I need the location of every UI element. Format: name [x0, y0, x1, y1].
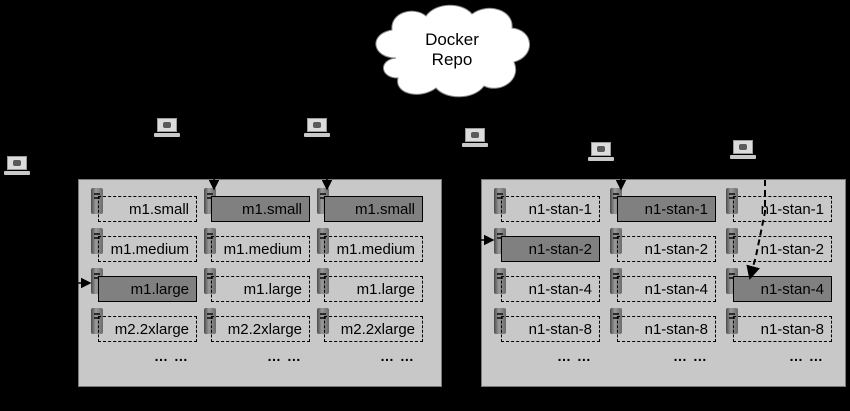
server-icon	[726, 308, 738, 334]
server-icon	[317, 268, 329, 294]
server-icon	[610, 268, 622, 294]
server-icon	[204, 308, 216, 334]
instance-box: n1-stan-2	[501, 236, 600, 262]
instance-box: m2.2xlarge	[211, 316, 310, 342]
instance-box: n1-stan-8	[617, 316, 716, 342]
migration-arrow	[746, 180, 766, 280]
laptop-icon	[588, 142, 614, 162]
instance-box: n1-stan-8	[501, 316, 600, 342]
instance-box: n1-stan-4	[617, 276, 716, 302]
instance-box: m1.small	[324, 196, 423, 222]
repo-label-line2: Repo	[431, 50, 473, 69]
instance-box: m1.large	[324, 276, 423, 302]
server-icon	[610, 308, 622, 334]
server-icon	[726, 228, 738, 254]
server-icon	[91, 228, 103, 254]
instance-box: m1.small	[98, 196, 197, 222]
more-instances-ellipsis: … …	[154, 348, 189, 364]
server-icon	[317, 308, 329, 334]
laptop-icon	[154, 118, 180, 138]
repo-label-line1: Docker	[425, 30, 479, 49]
server-icon	[91, 308, 103, 334]
server-icon	[91, 188, 103, 214]
laptop-icon	[462, 128, 488, 148]
more-instances-ellipsis: … …	[673, 348, 708, 364]
instance-box: m1.medium	[324, 236, 423, 262]
more-instances-ellipsis: … …	[789, 348, 824, 364]
server-icon	[204, 228, 216, 254]
instance-box: n1-stan-1	[501, 196, 600, 222]
laptop-icon	[730, 140, 756, 160]
instance-box: n1-stan-1	[733, 196, 832, 222]
server-icon	[494, 268, 506, 294]
instance-box: m1.small	[211, 196, 310, 222]
docker-repo-label: Docker Repo	[400, 30, 504, 70]
instance-box: n1-stan-4	[733, 276, 832, 302]
more-instances-ellipsis: … …	[557, 348, 592, 364]
instance-box: m1.medium	[98, 236, 197, 262]
instance-box: m1.large	[211, 276, 310, 302]
instance-box: n1-stan-2	[733, 236, 832, 262]
instance-box: m1.medium	[211, 236, 310, 262]
laptop-icon	[4, 156, 30, 176]
server-icon	[726, 188, 738, 214]
laptop-icon	[304, 118, 330, 138]
server-icon	[494, 308, 506, 334]
server-icon	[204, 268, 216, 294]
server-icon	[610, 228, 622, 254]
instance-box: m2.2xlarge	[98, 316, 197, 342]
instance-box: m2.2xlarge	[324, 316, 423, 342]
instance-box: m1.large	[98, 276, 197, 302]
instance-box: n1-stan-8	[733, 316, 832, 342]
server-icon	[317, 228, 329, 254]
instance-box: n1-stan-4	[501, 276, 600, 302]
more-instances-ellipsis: … …	[267, 348, 302, 364]
instance-box: n1-stan-1	[617, 196, 716, 222]
instance-box: n1-stan-2	[617, 236, 716, 262]
server-icon	[494, 188, 506, 214]
more-instances-ellipsis: … …	[380, 348, 415, 364]
